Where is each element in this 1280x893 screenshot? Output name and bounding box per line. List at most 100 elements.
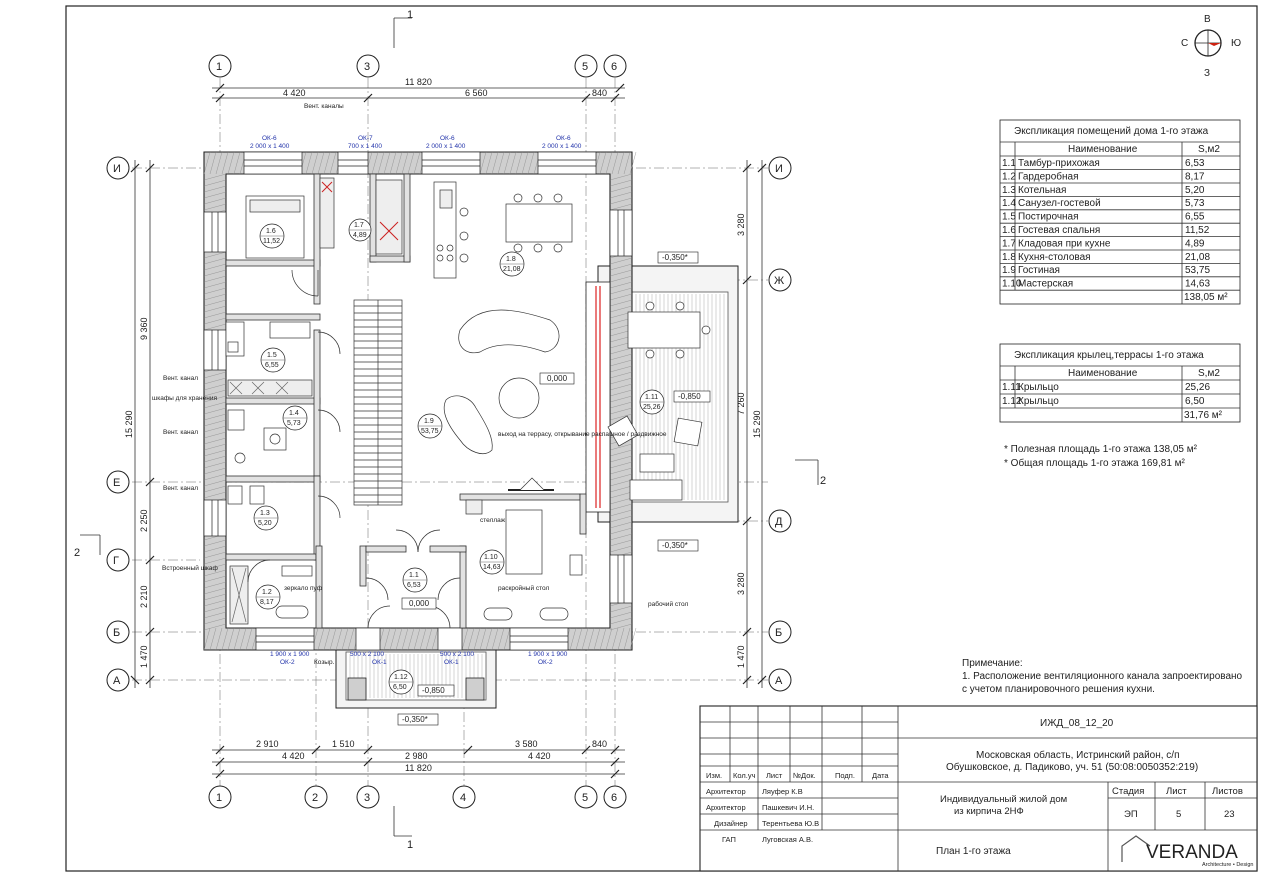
plan-notes: Вент. каналы Вент. канал шкафы для хране… (152, 103, 689, 666)
axis-bubble-bottom-3: 3 (356, 785, 380, 809)
level-terrace-bottom: -0,350* (662, 541, 688, 550)
svg-text:3: 3 (364, 792, 370, 804)
table-porches-row-0-area: 25,26 (1185, 382, 1210, 393)
svg-text:3: 3 (364, 61, 370, 73)
axis-bubble-bottom-5: 5 (574, 785, 598, 809)
dim-bottom-r1-0: 2 910 (256, 739, 279, 749)
note-line-1: 1. Расположение вентиляционного канала з… (962, 671, 1243, 682)
svg-text:Б: Б (113, 627, 120, 639)
note-terrace-exit: выход на террасу, открывание распашное /… (498, 431, 667, 438)
section-mark-left-label: 2 (74, 547, 80, 559)
table-rooms-row-4-num: 1.5 (1002, 212, 1016, 223)
stamp-sheets: 23 (1224, 809, 1235, 820)
table-porches-header-area: S,м2 (1198, 368, 1220, 379)
axis-bubble-left-И: И (106, 156, 130, 180)
room-label-1-6: 1.611,52 (259, 223, 285, 249)
compass-south: З (1204, 68, 1210, 79)
svg-text:1.2: 1.2 (262, 589, 272, 596)
dim-top-b: 6 560 (465, 88, 488, 98)
svg-text:14,63: 14,63 (483, 564, 501, 571)
room-label-1-7: 1.74,89 (348, 218, 372, 242)
room-labels: 1.611,52 1.74,89 1.821,08 1.56,55 1.45,7… (253, 218, 665, 695)
table-porches: Экспликация крылец,террасы 1-го этажа На… (999, 343, 1241, 423)
table-porches-row-1-name: Крыльцо (1018, 396, 1059, 407)
svg-text:А: А (113, 675, 121, 687)
axis-bubble-right-Б: Б (768, 620, 792, 644)
stamp-code: ИЖД_08_12_20 (1040, 718, 1114, 729)
note-builtin: Встроенный шкаф (162, 564, 219, 572)
dim-top-a: 4 420 (283, 88, 306, 98)
axis-bubble-bottom-4: 4 (452, 785, 476, 809)
window-size-bottom-0: 1 900 х 1 900 (270, 651, 310, 658)
table-porches-row-0-name: Крыльцо (1018, 382, 1059, 393)
table-rooms-row-6-area: 4,89 (1185, 238, 1205, 249)
stamp-person-0: Ляуфер К.В (762, 787, 803, 796)
stamp-header-1: Кол.уч (733, 771, 756, 780)
svg-text:Б: Б (775, 627, 782, 639)
svg-text:5: 5 (582, 61, 588, 73)
note-title: Примечание: (962, 658, 1023, 669)
table-rooms-row-0-num: 1.1 (1002, 158, 1016, 169)
window-size-bottom-3: 1 900 х 1 900 (528, 651, 568, 658)
table-rooms-row-5-num: 1.6 (1002, 225, 1016, 236)
section-mark-right: 2 (795, 459, 826, 487)
svg-text:Е: Е (113, 477, 120, 489)
svg-text:4: 4 (460, 792, 466, 804)
level-porch: -0,850 (422, 686, 445, 695)
stamp-role-0: Архитектор (706, 787, 746, 796)
axis-bubble-top-3: 3 (356, 54, 380, 78)
table-rooms-header-area: S,м2 (1198, 144, 1220, 155)
dim-bottom-r2-1: 4 420 (528, 751, 551, 761)
dim-right-d: 1 470 (736, 645, 746, 668)
dimensions-right: 3 280 7 260 3 280 1 470 15 290 (736, 160, 767, 688)
svg-text:Г: Г (113, 555, 119, 567)
svg-text:1.3: 1.3 (260, 510, 270, 517)
note-vent-top: Вент. каналы (304, 103, 344, 110)
stamp-role-3: ГАП (722, 835, 736, 844)
axis-bubbles: 1 3 5 6 1 2 3 4 5 6 И Е Г Б А И Ж Д Б А (106, 54, 792, 809)
dim-top-total: 11 820 (405, 77, 432, 87)
stamp-sheet: 5 (1176, 809, 1181, 820)
stamp-address-1: Московская область, Истринский район, с/… (976, 749, 1180, 761)
compass-west: С (1181, 38, 1188, 49)
dim-bottom-r1-2: 2 980 (405, 751, 428, 761)
dim-left-a: 9 360 (139, 317, 149, 340)
axis-bubble-left-Е: Е (106, 470, 130, 494)
stamp-header-0: Изм. (706, 771, 722, 780)
area-useful: * Полезная площадь 1-го этажа 138,05 м² (1004, 444, 1198, 455)
stamp-person-1: Пашкевич И.Н. (762, 803, 814, 812)
table-rooms-row-0-name: Тамбур-прихожая (1018, 157, 1100, 169)
svg-text:6,53: 6,53 (407, 582, 421, 589)
room-label-1-12: 1.126,50 (388, 669, 414, 695)
table-rooms-row-4-name: Постирочная (1018, 212, 1079, 223)
svg-text:1.1: 1.1 (409, 572, 419, 579)
section-mark-bottom-label: 1 (407, 839, 413, 851)
note-vent-2: Вент. канал (163, 429, 198, 436)
section-mark-right-label: 2 (820, 475, 826, 487)
table-rooms-row-8-num: 1.9 (1002, 265, 1016, 276)
room-label-1-5: 1.56,55 (260, 347, 286, 373)
note-storage: шкафы для хранения (152, 395, 217, 402)
axis-bubble-left-А: А (106, 668, 130, 692)
section-mark-top-label: 1 (407, 9, 413, 21)
stamp-project-1: Индивидуальный жилой дом (940, 794, 1067, 805)
dimensions-top: 11 820 4 420 6 560 840 (212, 77, 625, 103)
axis-bubble-right-И: И (768, 156, 792, 180)
table-rooms-row-6-name: Кладовая при кухне (1018, 238, 1111, 249)
compass-east: Ю (1231, 38, 1241, 49)
dim-right-c: 3 280 (736, 572, 746, 595)
room-label-1-4: 1.45,73 (282, 405, 308, 431)
window-tag-bottom-0: ОК-2 (280, 659, 295, 666)
window-tags: ОК-6 2 000 х 1 400 ОК-7 700 х 1 400 ОК-6… (250, 135, 582, 666)
window-size-top-3: 2 000 х 1 400 (542, 143, 582, 150)
note-vent-3: Вент. канал (163, 485, 198, 492)
table-rooms-row-9-name: Мастерская (1018, 279, 1073, 290)
level-main: 0,000 (547, 374, 568, 383)
axis-bubble-right-А: А (768, 668, 792, 692)
table-rooms-row-2-num: 1.3 (1002, 185, 1016, 196)
svg-text:2: 2 (312, 792, 318, 804)
sheet-frame (65, 5, 1258, 872)
